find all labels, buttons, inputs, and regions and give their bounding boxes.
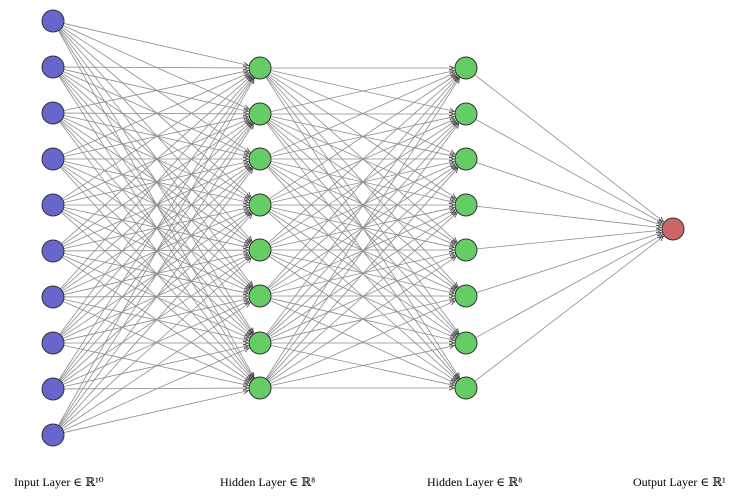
edge-input-4-to-hidden-1-0 (61, 75, 250, 200)
node-hidden-2-4 (454, 238, 478, 262)
node-output-0 (661, 217, 685, 241)
edge-hidden-1-4-to-hidden-2-7 (268, 255, 456, 381)
node-hidden-2-5 (454, 284, 478, 308)
edge-input-1-to-hidden-1-0 (63, 67, 248, 68)
edge-hidden-1-3-to-hidden-2-0 (268, 75, 456, 200)
edge-input-5-to-hidden-1-2 (62, 164, 249, 247)
node-input-3 (41, 147, 65, 171)
node-input-5 (41, 239, 65, 263)
edge-input-2-to-hidden-1-0 (63, 71, 249, 112)
node-hidden-2-0 (454, 56, 478, 80)
edge-hidden-1-5-to-hidden-2-1 (267, 122, 457, 290)
edge-hidden-1-7-to-hidden-2-3 (267, 213, 457, 381)
edge-hidden-2-0-to-output-0 (474, 74, 664, 222)
edge-hidden-1-4-to-hidden-2-0 (267, 76, 457, 244)
layer-label-hidden-2: Hidden Layer ∈ ℝ⁸ (427, 475, 522, 489)
node-hidden-1-6 (248, 331, 272, 355)
edge-hidden-1-5-to-hidden-2-0 (267, 77, 458, 289)
nodes-group (41, 9, 685, 447)
node-hidden-2-6 (454, 331, 478, 355)
edge-hidden-2-5-to-output-0 (476, 233, 661, 293)
edge-input-9-to-hidden-1-7 (63, 391, 249, 433)
node-hidden-1-4 (248, 238, 272, 262)
edge-input-7-to-hidden-1-0 (59, 78, 253, 335)
edge-input-6-to-hidden-1-2 (61, 166, 250, 292)
edge-hidden-2-7-to-output-0 (474, 236, 664, 382)
edge-hidden-1-5-to-hidden-2-3 (269, 210, 455, 292)
edge-hidden-2-1-to-output-0 (475, 118, 663, 223)
edge-input-5-to-hidden-1-0 (60, 76, 251, 245)
edges-group (58, 23, 664, 433)
edge-input-9-to-hidden-1-2 (59, 169, 253, 427)
edge-input-9-to-hidden-1-5 (61, 303, 250, 430)
edge-hidden-1-5-to-hidden-2-2 (268, 166, 456, 291)
node-hidden-2-3 (454, 193, 478, 217)
edge-input-2-to-hidden-1-4 (61, 118, 250, 243)
node-hidden-1-0 (248, 56, 272, 80)
edge-hidden-1-5-to-hidden-2-4 (270, 253, 455, 294)
node-input-9 (41, 423, 65, 447)
edge-input-1-to-hidden-1-4 (60, 73, 251, 242)
edge-input-3-to-hidden-1-0 (62, 73, 249, 155)
node-input-4 (41, 193, 65, 217)
node-hidden-2-7 (454, 376, 478, 400)
node-input-6 (41, 285, 65, 309)
edge-hidden-1-7-to-hidden-2-4 (268, 257, 456, 383)
node-input-2 (41, 101, 65, 125)
edge-input-3-to-hidden-1-4 (62, 163, 249, 245)
edge-hidden-1-1-to-hidden-2-0 (270, 71, 455, 112)
edge-input-4-to-hidden-1-2 (63, 162, 249, 204)
edge-input-9-to-hidden-1-6 (62, 348, 249, 431)
layer-label-hidden-1: Hidden Layer ∈ ℝ⁸ (220, 475, 315, 489)
layer-label-input: Input Layer ∈ ℝ¹⁰ (14, 475, 104, 489)
node-hidden-2-2 (454, 147, 478, 171)
edge-input-0-to-hidden-1-4 (60, 28, 252, 241)
edge-input-0-to-hidden-1-2 (61, 26, 250, 152)
edge-input-8-to-hidden-1-0 (58, 78, 254, 380)
edge-hidden-2-6-to-output-0 (475, 235, 663, 339)
edge-hidden-1-7-to-hidden-2-6 (270, 346, 455, 387)
node-hidden-1-3 (248, 193, 272, 217)
node-hidden-1-5 (248, 284, 272, 308)
edge-input-2-to-hidden-1-2 (63, 114, 249, 156)
edge-hidden-1-4-to-hidden-2-2 (269, 164, 455, 246)
edge-hidden-1-7-to-hidden-2-5 (269, 301, 455, 384)
edge-hidden-2-3-to-output-0 (476, 205, 661, 227)
node-hidden-1-7 (248, 376, 272, 400)
edge-input-9-to-hidden-1-1 (58, 124, 254, 426)
node-input-8 (41, 377, 65, 401)
edge-input-6-to-hidden-1-0 (60, 77, 252, 290)
edge-hidden-2-4-to-output-0 (476, 230, 661, 250)
edge-input-8-to-hidden-1-4 (61, 257, 250, 384)
edge-hidden-1-2-to-hidden-2-0 (269, 73, 455, 155)
edge-input-9-to-hidden-1-3 (60, 214, 252, 428)
node-input-1 (41, 55, 65, 79)
edge-hidden-1-7-to-hidden-2-0 (265, 78, 460, 379)
node-input-7 (41, 331, 65, 355)
edge-input-0-to-hidden-1-0 (63, 23, 249, 65)
edge-input-7-to-hidden-1-4 (62, 255, 249, 339)
node-hidden-2-1 (454, 102, 478, 126)
node-input-0 (41, 9, 65, 33)
edge-input-1-to-hidden-1-2 (62, 71, 249, 154)
layer-label-output: Output Layer ∈ ℝ¹ (633, 475, 726, 489)
node-hidden-1-1 (248, 102, 272, 126)
edge-hidden-2-2-to-output-0 (476, 162, 661, 226)
edge-hidden-1-7-to-hidden-2-1 (266, 124, 459, 380)
edge-hidden-1-6-to-hidden-2-0 (266, 78, 459, 335)
edge-input-9-to-hidden-1-0 (58, 78, 254, 426)
layer-labels-group: Input Layer ∈ ℝ¹⁰ Hidden Layer ∈ ℝ⁸ Hidd… (14, 475, 726, 489)
edge-hidden-1-7-to-hidden-2-2 (267, 168, 458, 381)
edge-input-9-to-hidden-1-4 (60, 258, 251, 428)
node-hidden-1-2 (248, 147, 272, 171)
